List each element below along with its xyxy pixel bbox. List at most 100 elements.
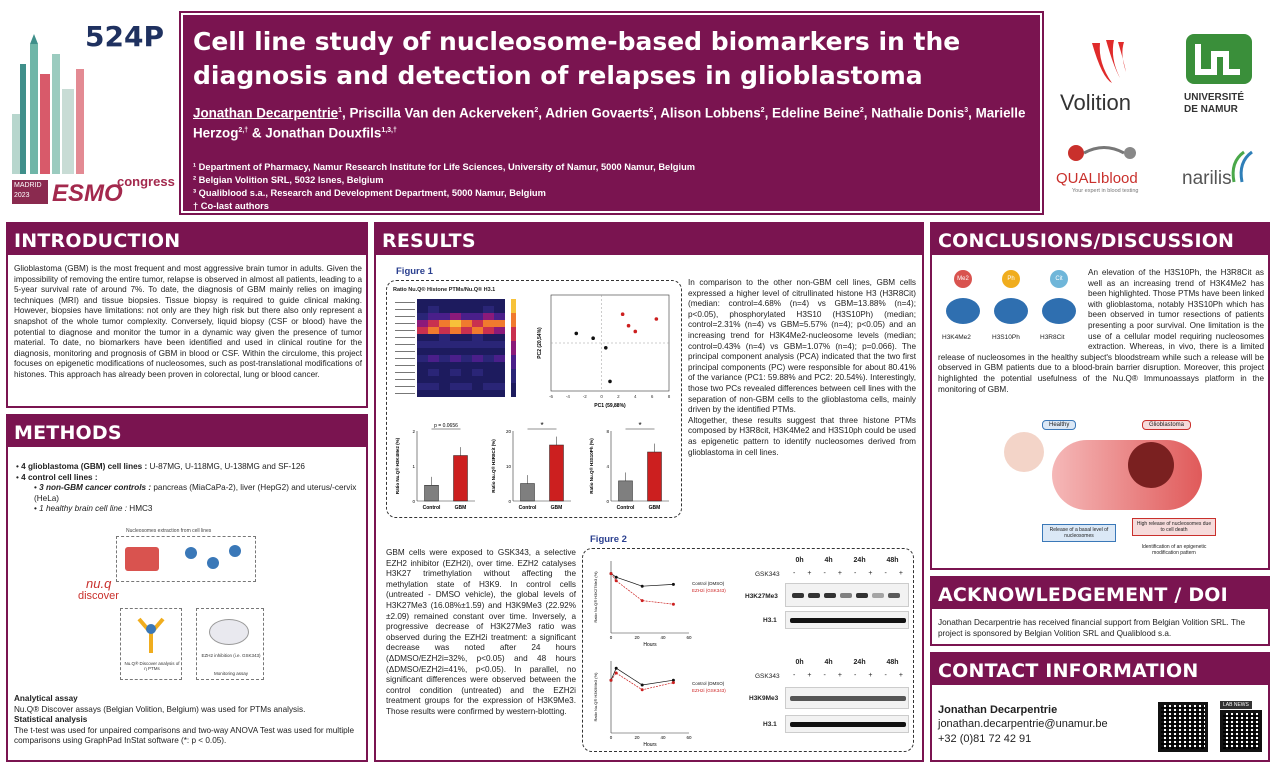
bar-y-tick: 10: [506, 464, 512, 469]
nucleosome-h3r8cit-icon: [1042, 298, 1076, 324]
methods-diagram-caption: Nucleosomes extraction from cell lines: [126, 528, 212, 534]
heatmap-row-label-line: [395, 358, 415, 359]
author-2: Priscilla Van den Ackerveken: [349, 105, 535, 121]
wb2-gsk-label: GSK343: [755, 673, 780, 680]
heatmap-cell: [483, 299, 494, 306]
volition-logo-text: Volition: [1060, 90, 1131, 115]
heatmap-cell: [494, 341, 505, 348]
line-series-0: [610, 573, 674, 587]
heatmap-cell: [428, 383, 439, 390]
heatmap-row-label-line: [395, 316, 415, 317]
heatmap-cell: [417, 355, 428, 362]
line-legend: Control (DMSO): [692, 681, 725, 686]
heatmap-cell: [417, 313, 428, 320]
heatmap-cell: [439, 306, 450, 313]
methods-section: METHODS • 4 glioblastoma (GBM) cell line…: [6, 414, 368, 762]
affiliation-4: † Co-last authors: [193, 201, 269, 211]
narilis-logo-text: narilis: [1182, 168, 1232, 189]
contact-qr-icon[interactable]: [1158, 702, 1208, 752]
heatmap-cell: [439, 362, 450, 369]
wb1-row1-label: H3K27Me3: [745, 593, 778, 600]
line-point: [671, 582, 675, 586]
healthy-vs-gbm-figure: Healthy Glioblastoma Release of a basal …: [992, 420, 1222, 566]
bar-category-label: GBM: [649, 505, 661, 511]
author-3: Adrien Govaerts: [545, 105, 650, 121]
line-point: [671, 678, 675, 682]
pca-xlabel: PC1 (59,88%): [594, 403, 626, 409]
methods-bullet-2: • 4 control cell lines :: [16, 472, 98, 482]
nucleosome-h3s10ph-icon: [994, 298, 1028, 324]
heatmap-cell: [461, 348, 472, 355]
heatmap-cell: [472, 327, 483, 334]
heatmap-cell: [472, 390, 483, 397]
pca-point: [620, 312, 625, 316]
heatmap-cell: [472, 355, 483, 362]
nucleosome-h3k4me2-icon: [946, 298, 980, 324]
pca-point: [574, 331, 579, 336]
nucleosome-icons: Me2 H3K4Me2 Ph H3S10Ph Cit H3R8Cit: [938, 268, 1088, 348]
heatmap-cell: [494, 306, 505, 313]
line-legend: EZH2i (GSK343): [692, 688, 726, 693]
heatmap-colorbar-segment: [511, 383, 516, 397]
extraction-box: [116, 536, 256, 582]
bar-ylabel: Ratio Nu.Q® H3R8Cit (%): [490, 439, 496, 493]
author-4: Alison Lobbens: [660, 105, 761, 121]
contact-email[interactable]: jonathan.decarpentrie@unamur.be: [938, 718, 1108, 730]
heatmap-cell: [483, 341, 494, 348]
heatmap-cell: [483, 369, 494, 376]
line-ylabel: Ratio Nu.Q® H3K9Me3 (%): [593, 672, 598, 722]
bar-category-label: Control: [617, 505, 635, 511]
methods-bullets: • 4 glioblastoma (GBM) cell lines : U-87…: [16, 462, 362, 515]
heatmap-cell: [428, 355, 439, 362]
heatmap-row-label-line: [395, 330, 415, 331]
bar-gbm: [549, 444, 564, 502]
assay-box: Nu.Q® Discover analysis of η PTMs: [120, 608, 182, 680]
heatmap-cell: [450, 362, 461, 369]
qualiblood-logo-text: QUALIblood: [1056, 170, 1138, 187]
methods-sub-1: • 3 non-GBM cancer controls : pancreas (…: [34, 483, 357, 503]
vessel-icon: [1052, 440, 1202, 510]
tag-ph: Ph: [1002, 270, 1020, 288]
bar-control: [618, 480, 633, 502]
inhibition-caption: EZH2 inhibition (i.e. GSK343): [201, 653, 261, 658]
pca-x-tick: 8: [668, 394, 671, 399]
heatmap-cell: [483, 334, 494, 341]
heatmap-cell: [494, 320, 505, 327]
contact-heading: CONTACT INFORMATION: [932, 654, 1268, 685]
pca-x-tick: 6: [651, 394, 654, 399]
bar-category-label: GBM: [551, 505, 563, 511]
line-legend: EZH2i (GSK343): [692, 588, 726, 593]
line-point: [614, 575, 618, 579]
bar-control: [520, 483, 535, 502]
heatmap-cell: [483, 355, 494, 362]
pca-point: [591, 336, 595, 340]
unamur-logo-icon: [1186, 34, 1252, 84]
wb2-row1-label: H3K9Me3: [749, 695, 779, 702]
pca-x-tick: 4: [634, 394, 637, 399]
heatmap-cell: [428, 390, 439, 397]
author-7: Marielle Herzog: [193, 105, 1026, 141]
heatmap-cell: [417, 376, 428, 383]
analytical-heading: Analytical assay: [14, 694, 78, 703]
line-point: [614, 666, 618, 670]
methods-diagram: Nucleosomes extraction from cell lines n…: [68, 528, 308, 686]
heatmap-cell: [450, 313, 461, 320]
heatmap-cell: [417, 362, 428, 369]
acknowledgement-heading: ACKNOWLEDGEMENT / DOI: [932, 578, 1268, 609]
heatmap-cell: [472, 369, 483, 376]
line-legend: Control (DMSO): [692, 581, 725, 586]
pca-point: [633, 329, 638, 334]
analytical-text: Nu.Q® Discover assays (Belgian Volition,…: [14, 704, 306, 714]
line-ylabel: Ratio Nu.Q® H3K27Me3 (%): [593, 571, 598, 623]
heatmap-cell: [428, 334, 439, 341]
line-x-tick: 0: [610, 635, 613, 640]
lab-news-qr-icon[interactable]: [1220, 710, 1262, 752]
heatmap-cell: [461, 341, 472, 348]
heatmap-cell: [494, 376, 505, 383]
nucleosome-h3r8cit: Cit H3R8Cit: [1038, 268, 1082, 348]
heatmap-cell: [439, 348, 450, 355]
heatmap-row-label-line: [395, 323, 415, 324]
